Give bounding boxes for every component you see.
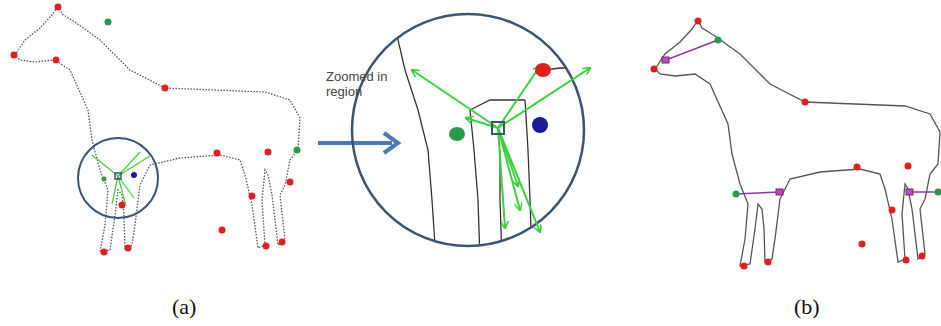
figure-tag: (b) [794, 294, 820, 319]
zoomed-region [352, 10, 640, 260]
horse-contour-b [651, 18, 941, 270]
horse-contour-a [11, 4, 301, 256]
figure-tag: (a) [172, 294, 196, 319]
zoom-note: Zoomed in region [326, 70, 398, 100]
zoom-arrow [318, 133, 398, 153]
